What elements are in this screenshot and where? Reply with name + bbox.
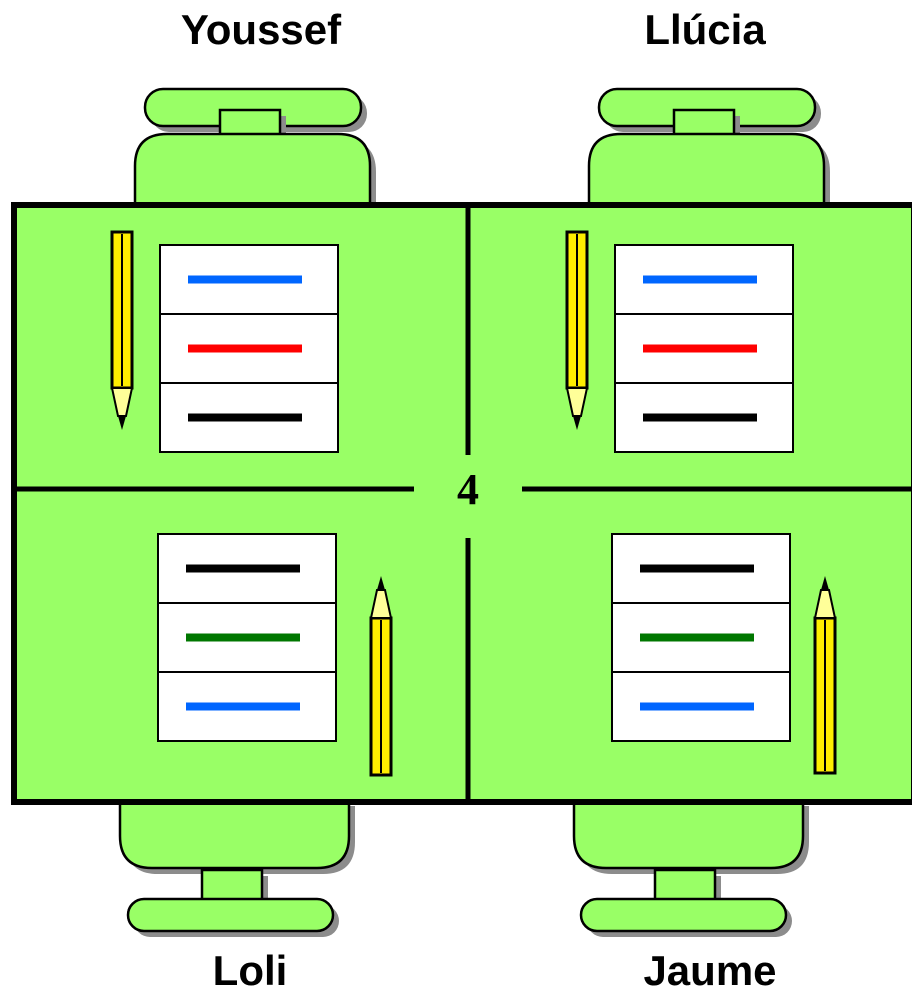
seat-name-youssef: Youssef: [181, 6, 342, 53]
pencil-icon: [369, 576, 393, 777]
seat-jaume: [611, 533, 837, 775]
seat-llucia: [565, 230, 794, 453]
chair-loli: [118, 798, 355, 937]
pencil-icon: [110, 230, 134, 430]
seat-name-jaume: Jaume: [643, 947, 776, 994]
card-stack: [611, 533, 791, 742]
chair-jaume: [572, 798, 809, 937]
chair-llucia: [587, 87, 830, 213]
seat-items: [110, 230, 837, 777]
pencil-icon: [565, 230, 589, 430]
seat-loli: [157, 533, 393, 777]
card-stack: [157, 533, 337, 742]
seat-name-loli: Loli: [213, 947, 288, 994]
seat-name-llucia: Llúcia: [644, 6, 766, 53]
card-stack: [159, 244, 339, 453]
seat-youssef: [110, 230, 339, 453]
card-stack: [614, 244, 794, 453]
table-number: 4: [457, 465, 479, 514]
pencil-icon: [813, 576, 837, 775]
chair-youssef: [133, 87, 376, 213]
